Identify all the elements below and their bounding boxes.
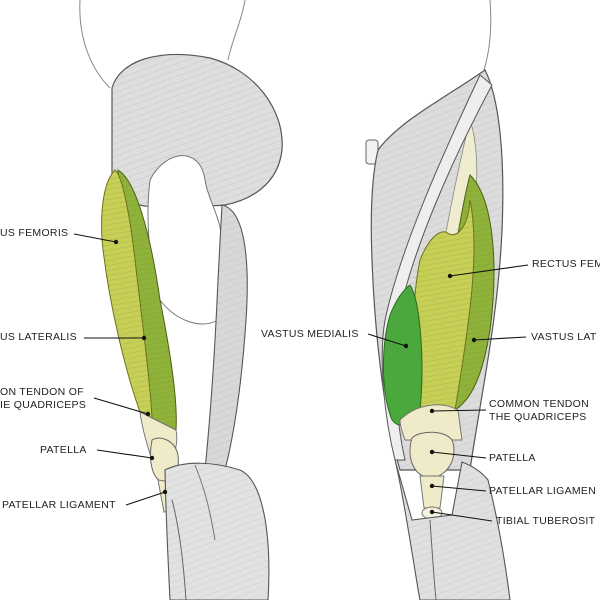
leader-lines	[73, 233, 529, 522]
left-body-outline-back	[79, 0, 111, 89]
left-tibia-front	[171, 499, 187, 600]
leader-right-tibial-tuberosity	[431, 511, 493, 522]
left-leg	[79, 0, 283, 600]
right-quad-fibers	[410, 175, 494, 410]
dot-left-patellar-ligament	[162, 489, 168, 495]
label-right-common-tendon-line2: THE QUADRICEPS	[489, 411, 587, 423]
leader-right-vastus-lateralis	[473, 336, 527, 341]
right-vastus-medialis	[382, 284, 423, 426]
dot-right-tibial-tuberosity	[429, 509, 435, 515]
leader-right-vastus-medialis	[367, 333, 407, 347]
label-right-tibial-tuberosity: TIBIAL TUBEROSIT	[496, 515, 596, 527]
label-right-vastus-lateralis: VASTUS LAT	[531, 331, 597, 343]
leader-right-patellar-ligament	[431, 485, 487, 492]
dot-left-patella	[149, 455, 155, 461]
label-right-rectus-femoris: RECTUS FEM	[532, 258, 600, 270]
leader-left-rectus-femoris	[73, 233, 117, 243]
left-hamstring-hatch	[205, 205, 248, 470]
dot-right-patellar-ligament	[429, 483, 435, 489]
left-body-outline-front	[227, 0, 246, 61]
label-left-patellar-ligament: PATELLAR LIGAMENT	[2, 499, 116, 511]
leader-left-patella	[96, 449, 153, 459]
left-quad-fibers	[101, 170, 177, 430]
right-patella	[409, 431, 455, 479]
leader-dots	[113, 239, 477, 515]
left-lower-leg-hatch	[165, 463, 269, 600]
right-common-tendon	[399, 404, 463, 441]
right-patellar-ligament	[419, 475, 445, 509]
label-left-common-tendon-line1: ON TENDON OF	[0, 386, 84, 398]
leader-right-rectus-femoris	[449, 264, 529, 277]
leader-left-patellar-ligament	[125, 491, 166, 506]
dot-left-vastus-lateralis	[141, 335, 147, 341]
label-left-rectus-femoris: US FEMORIS	[0, 227, 69, 239]
dot-left-common-tendon	[145, 411, 151, 417]
label-right-patellar-ligament: PATELLAR LIGAMEN	[489, 485, 597, 497]
label-left-patella: PATELLA	[40, 444, 87, 456]
dot-right-common-tendon	[429, 408, 435, 414]
label-right-vastus-medialis: VASTUS MEDIALIS	[261, 328, 359, 340]
label-right-patella: PATELLA	[489, 452, 536, 464]
leader-right-patella	[431, 451, 487, 459]
right-tibia-shaft	[429, 519, 437, 600]
right-lower-leg-hatch	[395, 460, 510, 600]
label-left-common-tendon-line2: IE QUADRICEPS	[0, 399, 87, 411]
label-left-vastus-lateralis: US LATERALIS	[0, 331, 77, 343]
right-leg	[365, 0, 511, 600]
dot-right-vastus-lateralis	[471, 337, 477, 343]
dot-right-vastus-medialis	[403, 343, 409, 349]
label-right-common-tendon-line1: COMMON TENDON	[489, 398, 589, 410]
dot-left-rectus-femoris	[113, 239, 119, 245]
left-gluteal-hatch	[112, 54, 283, 207]
left-knee-joint	[194, 464, 216, 541]
dot-right-rectus-femoris	[447, 273, 453, 279]
leader-left-common-tendon	[93, 397, 149, 415]
leader-right-common-tendon	[431, 409, 487, 412]
dot-right-patella	[429, 449, 435, 455]
right-body-outline	[483, 0, 492, 71]
